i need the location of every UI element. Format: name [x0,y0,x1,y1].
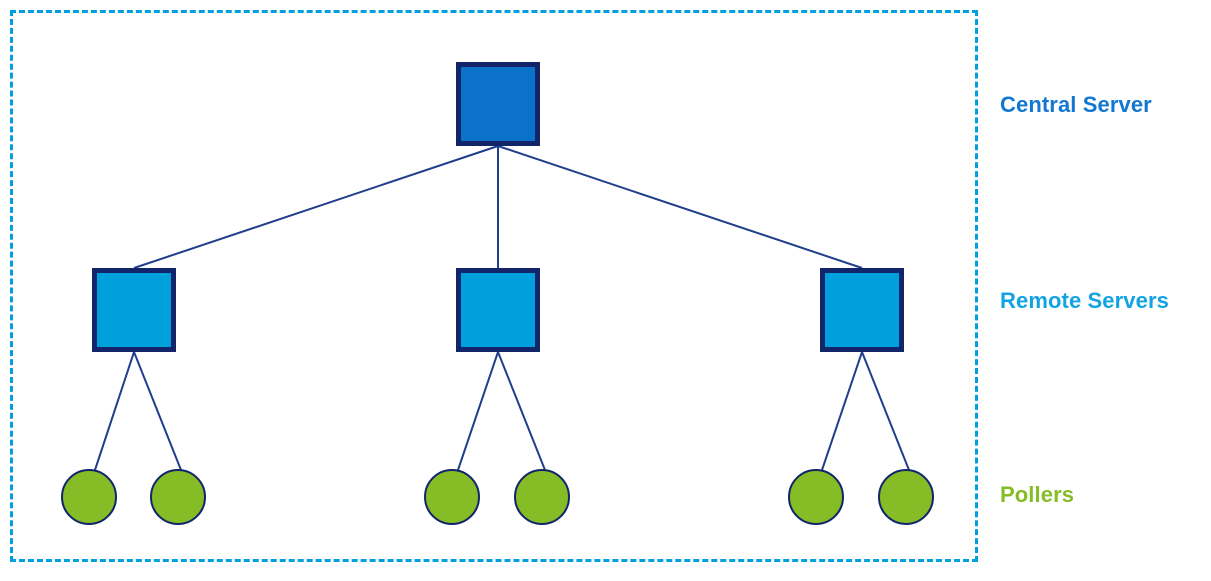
link-central-to-remote-1 [133,145,499,269]
central-server-node[interactable] [456,62,540,146]
link-central-to-remote-3 [497,145,863,269]
poller-node-5[interactable] [788,469,844,525]
tier-label-remote-servers: Remote Servers [1000,288,1169,313]
remote-server-node-2[interactable] [456,268,540,352]
link-remote-1-to-poller-2 [133,351,182,471]
tier-label-central-server: Central Server [1000,92,1152,117]
remote-server-node-3[interactable] [820,268,904,352]
link-remote-1-to-poller-1 [94,351,135,471]
poller-node-4[interactable] [514,469,570,525]
deployment-boundary [10,10,978,562]
link-remote-2-to-poller-3 [457,351,499,471]
connector-layer [94,145,910,471]
node-layer [61,62,934,525]
link-remote-3-to-poller-6 [861,351,910,471]
remote-server-node-1[interactable] [92,268,176,352]
poller-node-6[interactable] [878,469,934,525]
link-remote-3-to-poller-5 [821,351,863,471]
link-remote-2-to-poller-4 [497,351,546,471]
poller-node-1[interactable] [61,469,117,525]
tier-label-pollers: Pollers [1000,482,1075,507]
poller-node-3[interactable] [424,469,480,525]
poller-node-2[interactable] [150,469,206,525]
